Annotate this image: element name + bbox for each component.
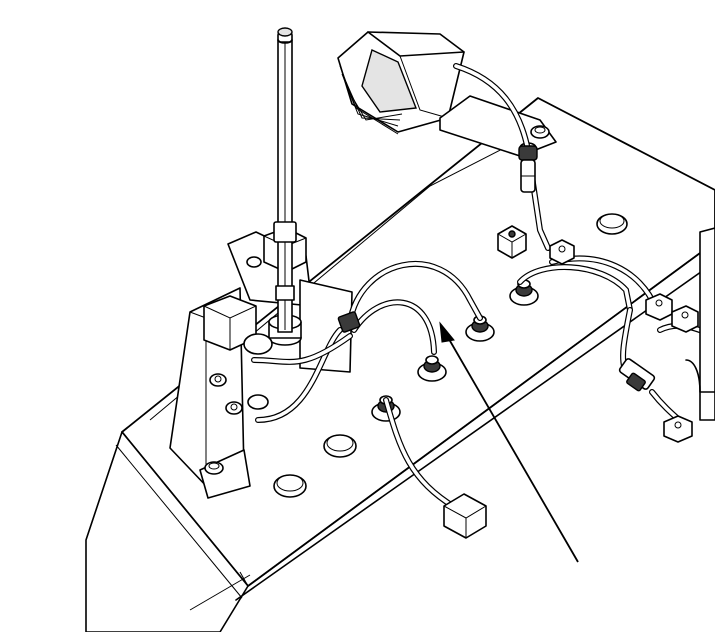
square-nut xyxy=(498,226,526,258)
bracket-bolt xyxy=(210,374,226,386)
grommets xyxy=(372,280,538,421)
beacon-lamp xyxy=(338,32,556,156)
terminal-nut xyxy=(672,306,698,332)
callout-leader-line xyxy=(440,323,578,562)
bracket-bolt xyxy=(247,257,261,267)
bracket-bolt xyxy=(226,402,242,414)
side-housing xyxy=(686,228,715,420)
mounting-hole xyxy=(324,435,356,457)
mounting-hole xyxy=(274,475,306,497)
mounting-hole xyxy=(597,214,627,234)
mast-collar xyxy=(244,315,301,409)
terminal-nut xyxy=(646,294,672,320)
connector-plugs xyxy=(338,146,698,538)
terminal-nut xyxy=(550,240,574,264)
mounting-holes xyxy=(274,214,627,497)
connector-plug xyxy=(444,494,486,538)
lamp-bolt xyxy=(531,126,549,138)
antenna-mast xyxy=(274,28,296,332)
bracket-connector xyxy=(338,311,360,332)
right-connector xyxy=(618,358,655,392)
inline-connector xyxy=(519,146,537,192)
bracket-bolt xyxy=(205,462,223,474)
grommet xyxy=(418,356,446,381)
mounting-plate xyxy=(86,98,715,632)
terminal-nut xyxy=(664,416,692,442)
